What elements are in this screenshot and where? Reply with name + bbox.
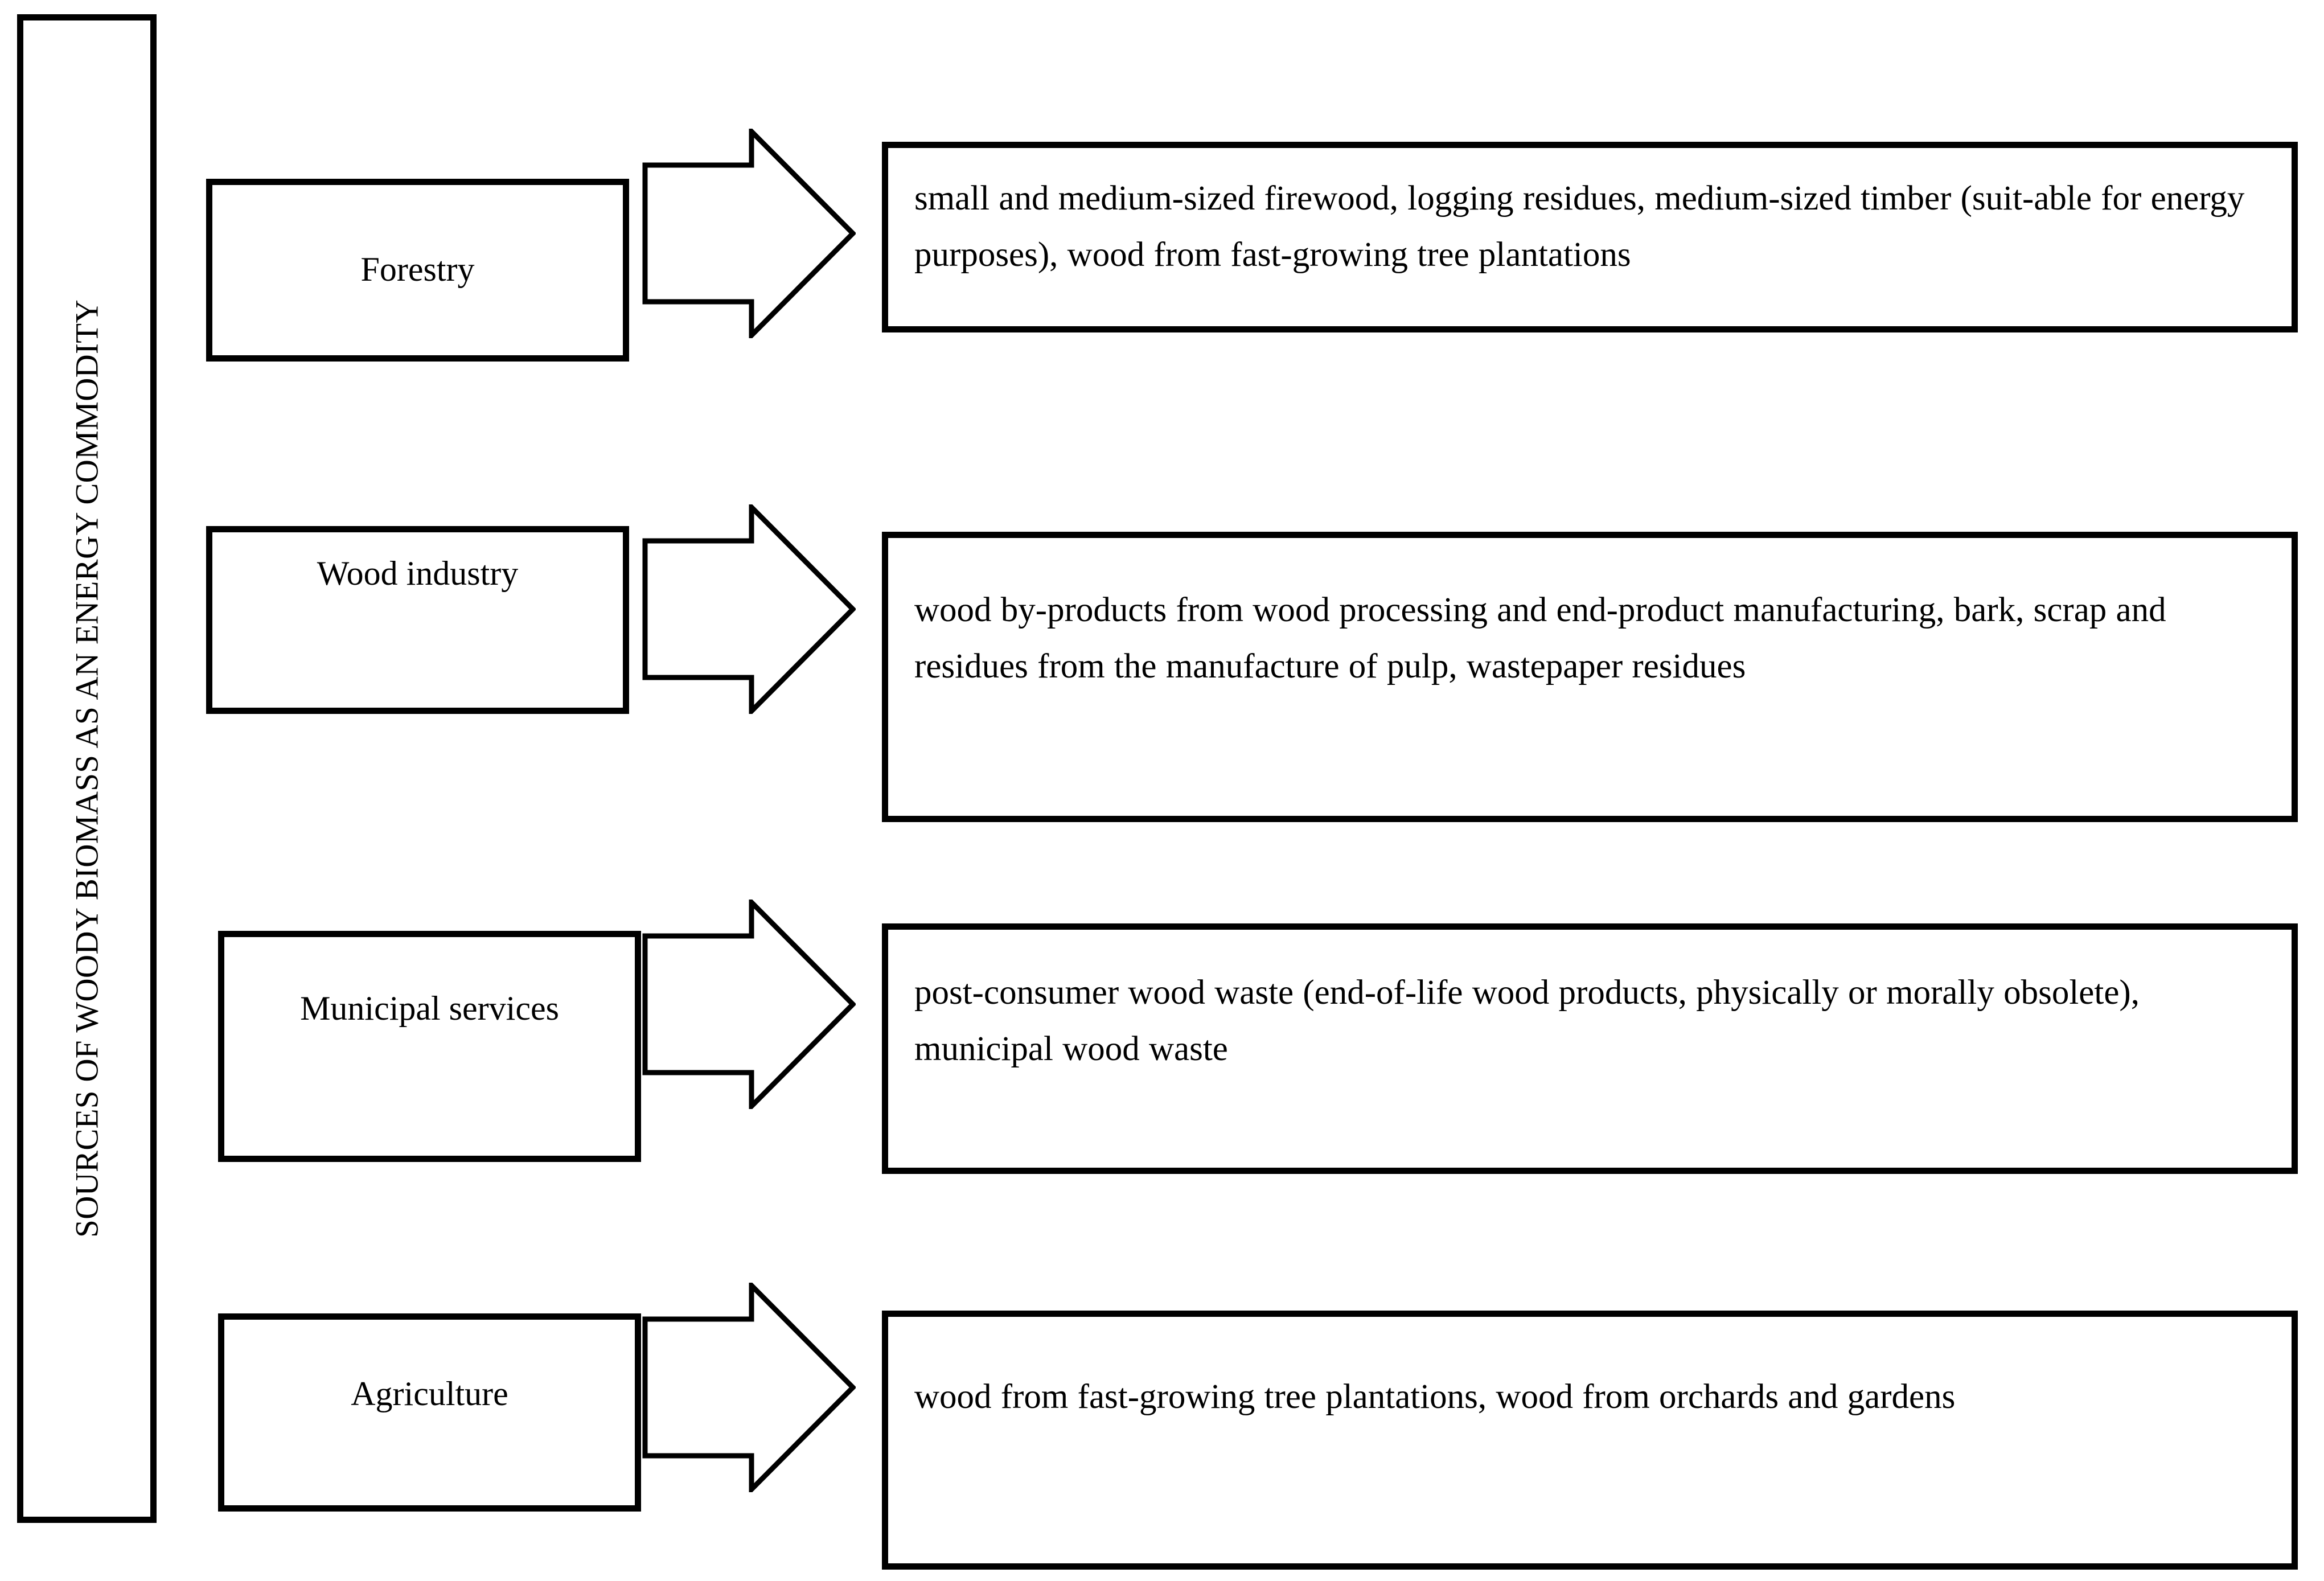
source-box-municipal-services: Municipal services: [218, 931, 641, 1162]
source-label-wood-industry: Wood industry: [317, 555, 519, 592]
spine-box: SOURCES OF WOODY BIOMASS AS AN ENERGY CO…: [17, 14, 157, 1523]
source-label-agriculture: Agriculture: [351, 1375, 508, 1412]
description-text-forestry: small and medium-sized firewood, logging…: [914, 179, 2245, 274]
description-text-wood-industry: wood by-products from wood processing an…: [914, 591, 2166, 685]
source-box-forestry: Forestry: [206, 179, 629, 362]
source-box-wood-industry: Wood industry: [206, 526, 629, 714]
spine-label: SOURCES OF WOODY BIOMASS AS AN ENERGY CO…: [69, 299, 105, 1238]
arrow-municipal-services: [642, 900, 856, 1109]
description-box-wood-industry: wood by-products from wood processing an…: [882, 532, 2298, 822]
source-label-municipal-services: Municipal services: [300, 989, 559, 1027]
description-box-forestry: small and medium-sized firewood, logging…: [882, 142, 2298, 332]
description-box-agriculture: wood from fast-growing tree plantations,…: [882, 1311, 2298, 1570]
arrow-wood-industry: [642, 504, 856, 714]
arrow-forestry: [642, 129, 856, 338]
description-text-municipal-services: post-consumer wood waste (end-of-life wo…: [914, 974, 2140, 1068]
source-box-agriculture: Agriculture: [218, 1313, 641, 1512]
arrow-agriculture: [642, 1283, 856, 1492]
block-arrow-right-icon: [642, 504, 856, 714]
block-arrow-right-icon: [642, 129, 856, 338]
block-arrow-right-icon: [642, 900, 856, 1109]
description-text-agriculture: wood from fast-growing tree plantations,…: [914, 1378, 1956, 1416]
block-arrow-right-icon: [642, 1283, 856, 1492]
source-label-forestry: Forestry: [360, 251, 475, 288]
description-box-municipal-services: post-consumer wood waste (end-of-life wo…: [882, 923, 2298, 1174]
